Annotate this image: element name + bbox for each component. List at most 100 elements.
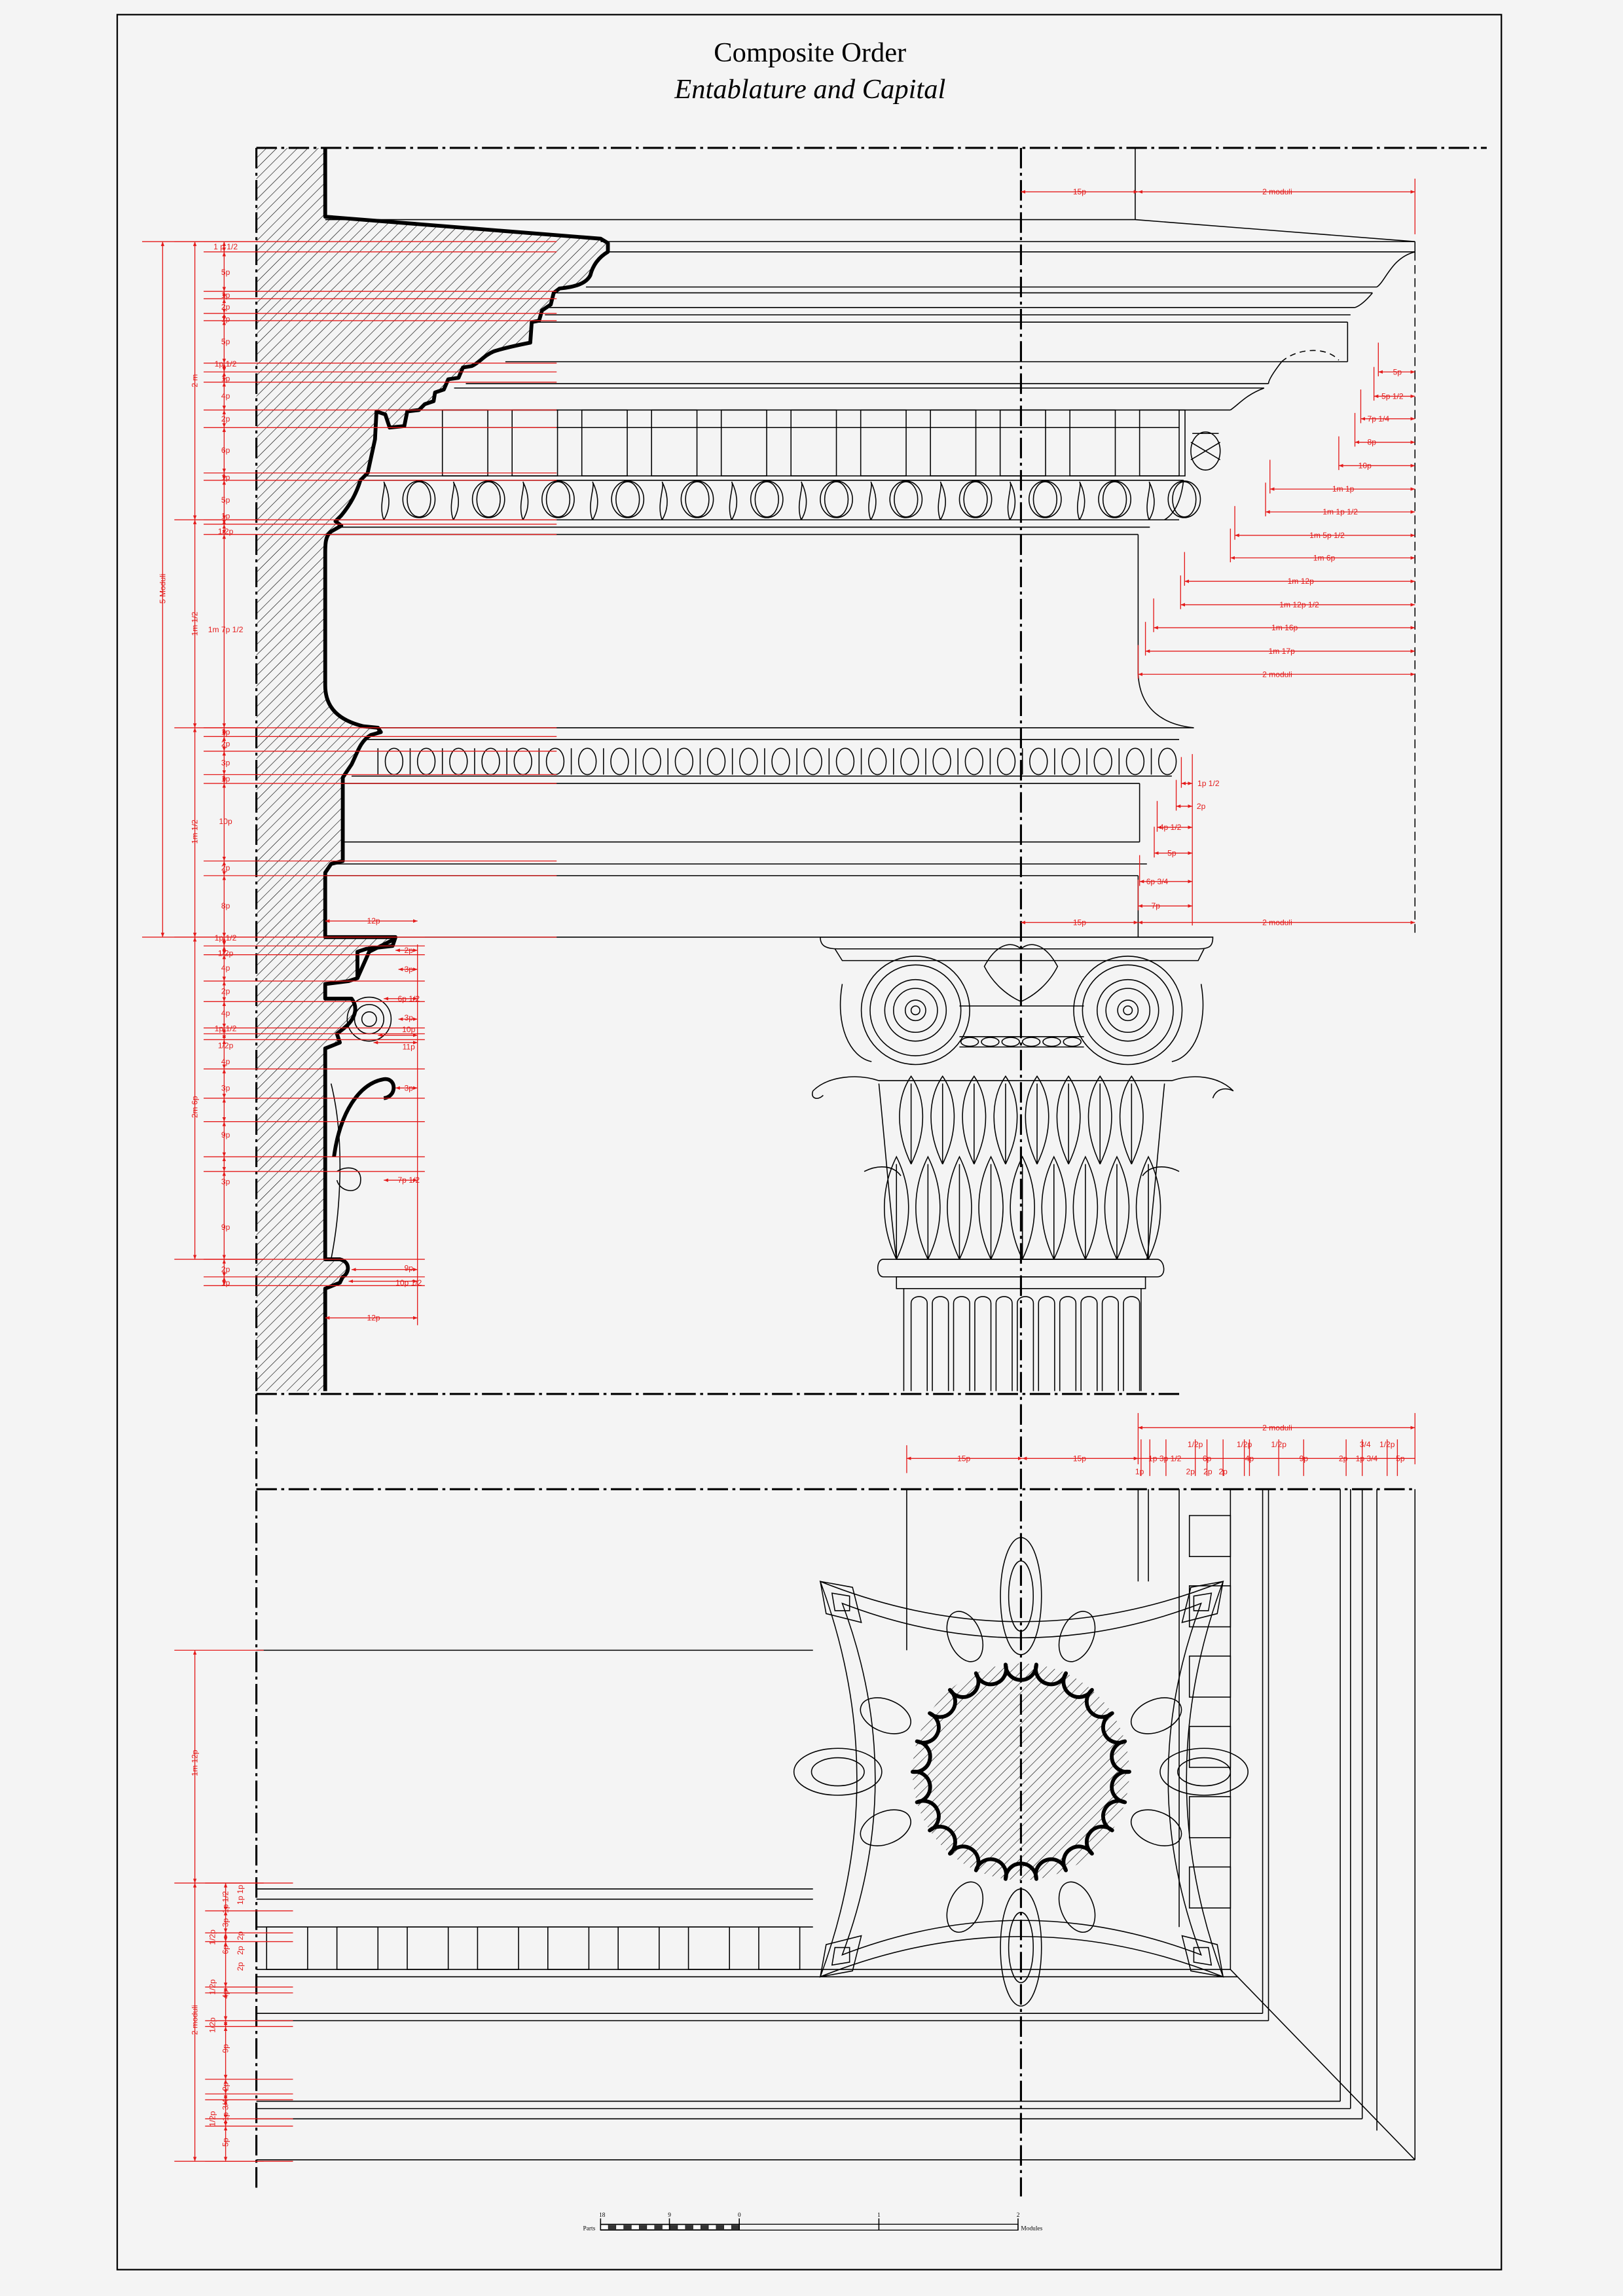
dimension-label: 1m 12p [191, 1749, 200, 1776]
volute-spiral-icon [904, 999, 926, 1022]
dimension-label: 1/2p [218, 948, 234, 958]
egg-ornament-small [416, 747, 436, 776]
dimension-label: 1/2p [208, 1929, 217, 1945]
dimension-label: 10p [219, 817, 232, 826]
dart-leaf [450, 481, 460, 520]
dentil-block [930, 409, 977, 476]
acanthus-leaf-upper [1119, 1075, 1144, 1164]
dimension-label: 4p [1245, 1454, 1254, 1463]
egg-ornament [1172, 481, 1197, 518]
astragal [877, 1259, 1165, 1278]
bead-ornament [1063, 1037, 1082, 1047]
dimension-label: 6p [221, 446, 230, 455]
bead-ornament [1021, 1037, 1041, 1047]
scale-bar-part [670, 2225, 678, 2230]
dimension-label: 2p [1218, 1467, 1228, 1476]
dimension-label: 1p [221, 374, 230, 383]
drawing-title: Composite Order [714, 37, 906, 68]
dimension-label: 1/2p [208, 1979, 217, 1995]
acanthus-plan-leaf [1008, 1560, 1034, 1632]
dimension-label: 8p [221, 901, 230, 910]
egg-ornament [963, 481, 988, 518]
dentil-plan [1188, 1515, 1231, 1557]
volute-section-icon [361, 1011, 377, 1028]
dimension-label: 1m 1/2 [191, 611, 200, 636]
shaft-flute [910, 1296, 928, 1391]
dimension-label: 2p [221, 863, 230, 872]
egg-ornament [820, 480, 853, 518]
bead-ornament [960, 1037, 979, 1047]
egg-ornament [545, 481, 571, 518]
shaft-flute [932, 1296, 949, 1391]
dimension-label: 1p [221, 1278, 230, 1287]
acanthus-leaf-upper [930, 1075, 955, 1164]
volute-spiral-icon [860, 956, 970, 1066]
dimension-label: 1m 12p 1/2 [1279, 600, 1319, 609]
scale-bar-part [716, 2225, 724, 2230]
dimension-label: 1p [1148, 1454, 1158, 1463]
scale-bar-part [600, 2225, 609, 2230]
dart-leaf [798, 481, 807, 520]
egg-ornament [407, 481, 431, 518]
dimension-label: 9p [1299, 1454, 1308, 1463]
abacus-profile [356, 937, 397, 979]
volute-section-icon [346, 996, 392, 1042]
dimension-label: 1/2p [1379, 1440, 1395, 1449]
egg-ornament-small [1029, 747, 1048, 776]
dimension-label: 1m 16p [1271, 623, 1298, 632]
dentil-plan [336, 1926, 379, 1970]
bead-ornament [1042, 1037, 1061, 1047]
acanthus-leaf-upper [899, 1075, 924, 1164]
scroll-stem [330, 1083, 341, 1260]
acanthus-plan-leaf [946, 1881, 984, 1933]
dimension-label: 3p [405, 1083, 414, 1092]
dentil-block [581, 409, 628, 476]
egg-ornament [615, 481, 640, 518]
dentil-block [999, 409, 1046, 476]
dimension-label: 1p 1/2 [1197, 779, 1220, 788]
scale-bar-part [654, 2225, 663, 2230]
acanthus-plan-leaf [811, 1757, 865, 1787]
dentil-plan [266, 1926, 308, 1970]
leaf-curl [811, 1090, 824, 1099]
dentil-plan [407, 1926, 449, 1970]
dimension-label: 2p [236, 1931, 245, 1941]
dimension-label: 5 Moduli [158, 574, 167, 604]
egg-ornament-small [610, 747, 629, 776]
dimension-label: 8p [1368, 438, 1377, 447]
dimension-label: 1p [1135, 1467, 1144, 1476]
egg-ornament [402, 480, 436, 518]
dentil-plan [617, 1926, 660, 1970]
dimension-label: 6p 3/4 [1146, 877, 1169, 886]
dimension-label: 3p 1/2 [1159, 1454, 1182, 1463]
dimension-label: 9p [221, 1223, 230, 1232]
acanthus-plan-leaf [1130, 1809, 1182, 1846]
dimension-label: 15p [1073, 187, 1086, 196]
dimension-label: 1p 1/2 [221, 1891, 230, 1913]
scale-bar-part [631, 2225, 640, 2230]
dimension-label: 2p [221, 1265, 230, 1274]
dimension-label: 2 m [191, 374, 200, 387]
dentil-plan [1188, 1655, 1231, 1698]
scale-left-label: Parts [583, 2225, 595, 2232]
dimension-label: 2p [221, 987, 230, 996]
dentil-block [511, 409, 558, 476]
egg-ornament [754, 481, 779, 518]
corner-volute-plan [819, 1935, 862, 1978]
dimension-label: 1m 1/2 [191, 819, 200, 844]
scale-bar-part [662, 2225, 670, 2230]
shaft-flute [1059, 1296, 1077, 1391]
egg-ornament [611, 480, 645, 518]
dimension-label: 1p 1p [236, 1885, 245, 1905]
bead-ornament [1001, 1037, 1020, 1047]
drawing-subtitle: Entablature and Capital [674, 74, 945, 105]
acanthus-plan-leaf [946, 1611, 984, 1662]
acanthus-leaf-lower [947, 1155, 972, 1260]
cymatium-curve [1376, 251, 1415, 288]
abacus [820, 937, 1214, 950]
acanthus-leaf-lower [1041, 1155, 1067, 1260]
dimension-label: 1m 1p [1332, 484, 1355, 493]
egg-ornament-small [996, 747, 1016, 776]
dimension-label: 5p [1393, 367, 1402, 376]
